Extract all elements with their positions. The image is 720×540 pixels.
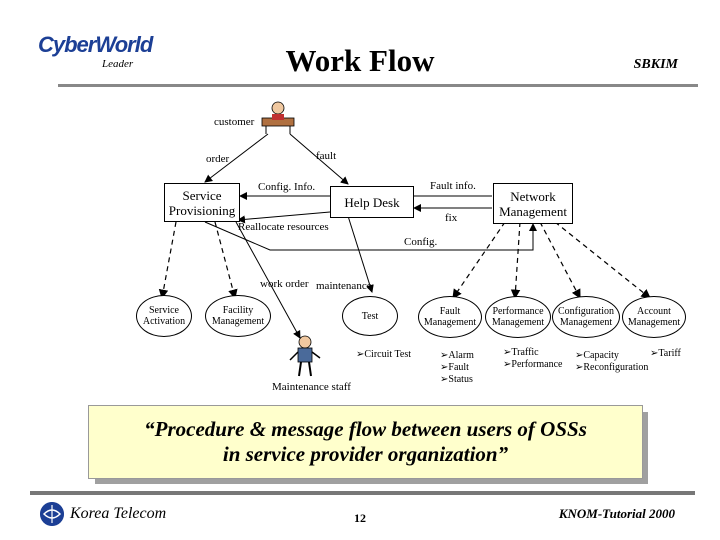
account-bullets: ➢Tariff [650,348,681,360]
configuration-management-line1: Configuration [557,306,615,317]
account-management-line2: Management [627,317,681,328]
dash-configuration-management [539,221,581,300]
account-management-node: Account Management [622,296,686,338]
test-bullets: ➢Circuit Test [356,349,411,361]
service-provisioning-line2: Provisioning [168,202,236,218]
network-management-line2: Management [499,203,567,219]
dash-facility-management [214,221,238,300]
logo-text: CyberWorld [38,32,153,57]
fault-management-line2: Management [423,317,477,328]
work-order-label: work order [260,278,309,290]
performance-management-line2: Management [491,317,545,328]
config-info-label: Config. Info. [258,181,316,193]
facility-management-node: Facility Management [205,295,271,337]
maintenance-label: maintenance [316,280,372,292]
header-divider [58,84,698,87]
help-desk-box: Help Desk [330,186,414,218]
config-line [204,221,537,251]
dash-account-management [554,221,651,299]
customer-icon [261,101,295,134]
facility-management-line1: Facility [222,305,254,316]
test-label: Test [361,310,379,322]
logo-subtext: Leader [102,58,134,70]
help-desk-label: Help Desk [344,194,400,210]
page-number: 12 [354,511,366,525]
performance-bullets: ➢Traffic ➢Performance [503,347,562,371]
footer-divider [30,491,695,495]
fault-management-node: Fault Management [418,296,482,338]
service-activation-node: Service Activation [136,295,192,337]
configuration-management-node: Configuration Management [552,296,620,338]
dash-service-activation [158,221,177,300]
cyberworld-logo: CyberWorld Leader [32,28,153,74]
reallocate-arrow [237,211,331,224]
company-name: Korea Telecom [70,505,167,522]
bullet-item: ➢Status [440,374,473,385]
config-label: Config. [404,236,438,248]
customer-label: customer [214,116,255,128]
dash-performance-management [510,221,521,300]
order-label: order [206,153,230,165]
quote-box: “Procedure & message flow between users … [88,405,643,479]
bullet-item: ➢Reconfiguration [575,362,649,373]
service-provisioning-box: Service Provisioning [164,183,240,222]
reallocate-label: Reallocate resources [238,221,329,233]
fault-arrow [289,133,349,185]
page-title: Work Flow [285,43,435,78]
bullet-item: ➢Tariff [650,348,681,359]
service-activation-line2: Activation [142,316,186,327]
korea-telecom-brand: Korea Telecom [40,502,166,526]
bullet-item: ➢Performance [503,359,563,370]
account-management-line1: Account [637,306,671,317]
fix-label: fix [445,212,458,224]
bullet-item: ➢Alarm [440,350,474,361]
dash-fault-management [452,221,506,299]
network-management-box: Network Management [493,183,573,224]
service-provisioning-line1: Service [182,187,222,203]
quote-line2: in service provider organization” [222,442,509,466]
bullet-item: ➢Circuit Test [356,349,412,360]
service-activation-line1: Service [149,305,179,316]
fault-info-label: Fault info. [430,180,476,192]
order-arrow [204,133,269,183]
event-label: KNOM-Tutorial 2000 [558,506,675,521]
quote-line1: “Procedure & message flow between users … [144,417,587,441]
test-node: Test [342,296,398,336]
korea-telecom-logo-icon [40,502,64,526]
maintenance-arrow [347,215,374,293]
performance-management-line1: Performance [492,306,544,317]
fault-bullets: ➢Alarm ➢Fault ➢Status [440,350,474,386]
author-label: SBKIM [633,57,678,72]
configuration-bullets: ➢Capacity ➢Reconfiguration [575,350,648,374]
performance-management-node: Performance Management [485,296,551,338]
bullet-item: ➢Fault [440,362,469,373]
bullet-item: ➢Traffic [503,347,539,358]
bullet-item: ➢Capacity [575,350,619,361]
fault-management-line1: Fault [439,306,461,317]
maintenance-staff-icon [289,335,321,377]
maintenance-staff-label: Maintenance staff [272,381,351,393]
configuration-management-line2: Management [559,317,613,328]
network-management-line1: Network [510,188,556,204]
fault-label: fault [316,150,337,162]
work-order-arrow [235,221,301,339]
facility-management-line2: Management [211,316,265,327]
